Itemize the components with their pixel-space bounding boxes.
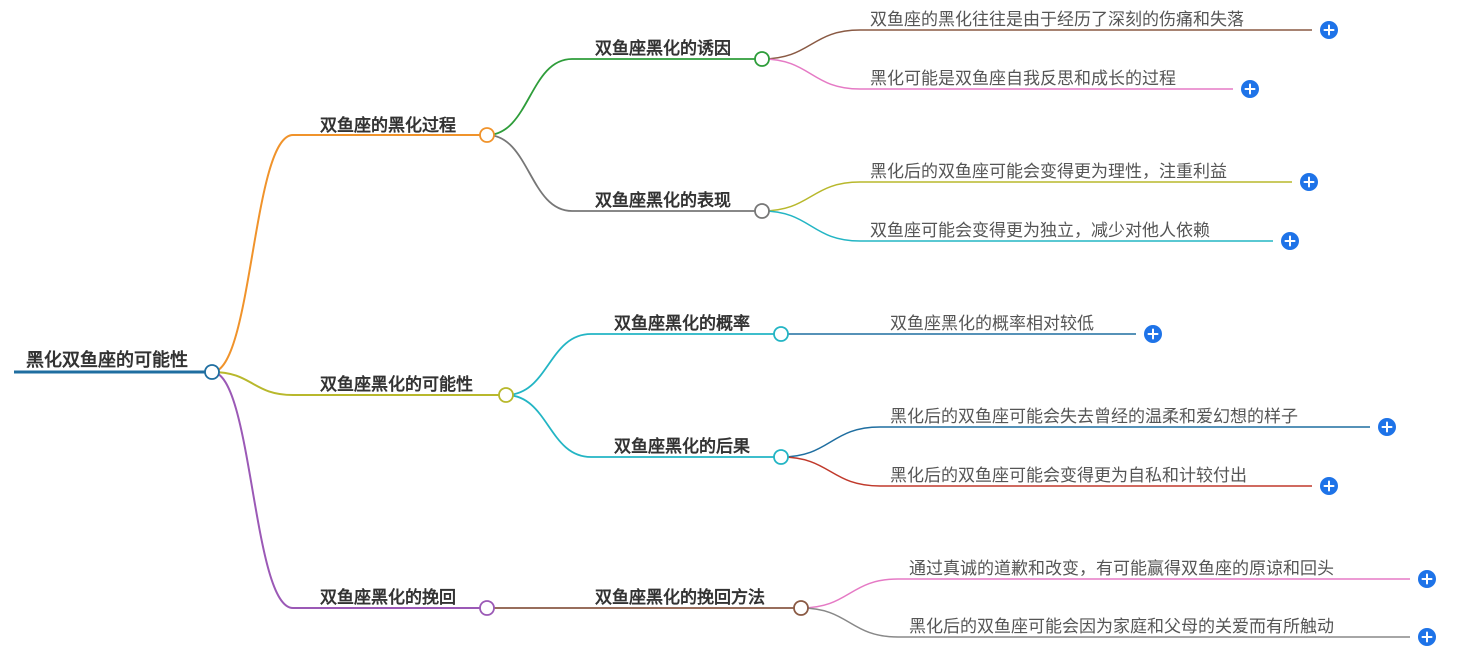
expand-plus-icon[interactable]: [1144, 325, 1162, 343]
subtopic-label: 双鱼座黑化的后果: [614, 436, 750, 457]
expand-plus-icon[interactable]: [1418, 628, 1436, 646]
root-topic-label: 黑化双鱼座的可能性: [26, 349, 188, 371]
subtopic-edge: [486, 134, 573, 212]
branch-collapse-node-icon[interactable]: [479, 600, 495, 616]
subtopic-collapse-node-icon[interactable]: [773, 326, 789, 342]
expand-plus-icon[interactable]: [1320, 21, 1338, 39]
subtopic-label: 双鱼座黑化的概率: [614, 313, 750, 334]
leaf-edge: [761, 29, 861, 60]
leaf-topic-label: 双鱼座可能会变得更为独立，减少对他人依赖: [870, 221, 1210, 241]
branch-edge: [211, 371, 294, 396]
subtopic-edge: [486, 58, 573, 136]
expand-plus-icon[interactable]: [1320, 477, 1338, 495]
node-layer: 黑化双鱼座的可能性 双鱼座的黑化过程 双鱼座黑化的诱因 双鱼座的黑化往往是由于经历了深…: [26, 10, 1436, 646]
branch-collapse-node-icon[interactable]: [498, 387, 514, 403]
leaf-topic-label: 黑化后的双鱼座可能会因为家庭和父母的关爱而有所触动: [909, 617, 1334, 637]
root-collapse-node-icon[interactable]: [204, 364, 220, 380]
leaf-edge: [761, 210, 861, 242]
subtopic-edge: [505, 394, 592, 458]
leaf-edge: [761, 58, 861, 90]
leaf-topic-label: 黑化后的双鱼座可能会变得更为自私和计较付出: [890, 466, 1247, 486]
leaf-topic-label: 通过真诚的道歉和改变，有可能赢得双鱼座的原谅和回头: [909, 559, 1334, 579]
leaf-topic-label: 黑化后的双鱼座可能会失去曾经的温柔和爱幻想的样子: [890, 407, 1298, 427]
leaf-edge: [761, 181, 861, 212]
subtopic-collapse-node-icon[interactable]: [754, 51, 770, 67]
expand-plus-icon[interactable]: [1281, 232, 1299, 250]
branch-topic-label: 双鱼座的黑化过程: [320, 115, 456, 136]
subtopic-collapse-node-icon[interactable]: [773, 449, 789, 465]
subtopic-label: 双鱼座黑化的诱因: [595, 38, 731, 59]
branch-edge: [211, 371, 294, 609]
expand-plus-icon[interactable]: [1418, 570, 1436, 588]
subtopic-edge: [505, 333, 592, 396]
subtopic-collapse-node-icon[interactable]: [754, 203, 770, 219]
leaf-edge: [780, 426, 881, 458]
leaf-topic-label: 双鱼座的黑化往往是由于经历了深刻的伤痛和失落: [870, 10, 1244, 30]
leaf-topic-label: 双鱼座黑化的概率相对较低: [890, 314, 1094, 334]
subtopic-label: 双鱼座黑化的表现: [595, 190, 731, 211]
expand-plus-icon[interactable]: [1241, 80, 1259, 98]
leaf-topic-label: 黑化后的双鱼座可能会变得更为理性，注重利益: [870, 162, 1227, 182]
branch-topic-label: 双鱼座黑化的挽回: [320, 587, 456, 608]
leaf-edge: [780, 456, 881, 487]
branch-topic-label: 双鱼座黑化的可能性: [320, 374, 473, 395]
subtopic-label: 双鱼座黑化的挽回方法: [595, 587, 765, 608]
subtopic-collapse-node-icon[interactable]: [793, 600, 809, 616]
leaf-edge: [800, 607, 899, 638]
leaf-edge: [800, 578, 899, 609]
expand-plus-icon[interactable]: [1300, 173, 1318, 191]
expand-plus-icon[interactable]: [1378, 418, 1396, 436]
branch-edge: [211, 134, 294, 373]
edge-layer: [14, 29, 1410, 638]
leaf-topic-label: 黑化可能是双鱼座自我反思和成长的过程: [870, 69, 1176, 89]
branch-collapse-node-icon[interactable]: [479, 127, 495, 143]
